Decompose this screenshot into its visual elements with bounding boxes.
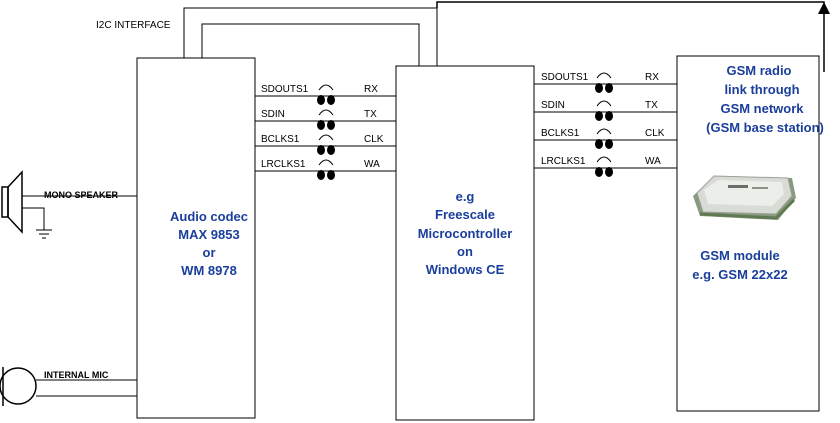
- bus-signal-row: SDOUTS1 RX: [255, 84, 396, 105]
- switch-icon: [317, 84, 335, 105]
- switch-icon: [595, 156, 613, 177]
- microcontroller-label: e.g Freescale Microcontroller on Windows…: [418, 189, 513, 277]
- switch-icon: [317, 159, 335, 180]
- signal-label: SDIN: [541, 100, 565, 111]
- speaker-label: MONO SPEAKER: [44, 190, 119, 200]
- speaker-icon: [1, 170, 137, 239]
- gsm-radio-label: GSM radio link through GSM network (GSM …: [706, 63, 824, 135]
- svg-text:Windows CE: Windows CE: [426, 262, 505, 277]
- pin-label: WA: [645, 156, 661, 167]
- mcu-gsm-bus: SDOUTS1 RX SDIN TX BCLKS1 CLK LRCLKS1 WA: [534, 72, 677, 177]
- svg-text:Audio codec: Audio codec: [170, 209, 248, 224]
- svg-text:e.g: e.g: [456, 189, 475, 204]
- gsm-block: [676, 55, 820, 412]
- svg-text:WM 8978: WM 8978: [181, 263, 237, 278]
- switch-icon: [317, 109, 335, 130]
- signal-label: BCLKS1: [541, 128, 580, 139]
- audio-codec-block: [136, 57, 256, 419]
- bus-signal-row: SDOUTS1 RX: [534, 72, 677, 93]
- bus-signal-row: LRCLKS1 WA: [534, 156, 677, 177]
- signal-label: LRCLKS1: [261, 159, 306, 170]
- svg-text:MAX 9853: MAX 9853: [178, 227, 239, 242]
- bus-signal-row: BCLKS1 CLK: [534, 128, 677, 149]
- svg-text:link through: link through: [724, 82, 799, 97]
- svg-text:Microcontroller: Microcontroller: [418, 226, 513, 241]
- svg-text:or: or: [203, 245, 216, 260]
- switch-icon: [595, 128, 613, 149]
- gsm-module-label: GSM module e.g. GSM 22x22: [692, 248, 787, 282]
- codec-mcu-bus: SDOUTS1 RX SDIN TX BCLKS1 CLK LRCLKS1 WA: [255, 84, 396, 180]
- signal-label: BCLKS1: [261, 134, 300, 145]
- pin-label: RX: [645, 72, 659, 83]
- switch-icon: [595, 100, 613, 121]
- switch-icon: [317, 134, 335, 155]
- signal-label: SDIN: [261, 109, 285, 120]
- svg-text:(GSM base station): (GSM base station): [706, 120, 824, 135]
- svg-text:Freescale: Freescale: [435, 207, 495, 222]
- microcontroller-block: [395, 65, 535, 421]
- bus-signal-row: SDIN TX: [534, 100, 677, 121]
- pin-label: CLK: [645, 128, 665, 139]
- bus-signal-row: BCLKS1 CLK: [255, 134, 396, 155]
- pin-label: TX: [645, 100, 658, 111]
- bus-signal-row: SDIN TX: [255, 109, 396, 130]
- mic-label: INTERNAL MIC: [44, 370, 109, 380]
- pin-label: WA: [364, 159, 380, 170]
- up-arrow-icon: [818, 2, 830, 72]
- switch-icon: [595, 72, 613, 93]
- pin-label: RX: [364, 84, 378, 95]
- i2c-interface-label: I2C INTERFACE: [96, 20, 171, 31]
- svg-text:GSM module: GSM module: [700, 248, 779, 263]
- pin-label: CLK: [364, 134, 384, 145]
- svg-text:GSM network: GSM network: [720, 101, 804, 116]
- bus-signal-row: LRCLKS1 WA: [255, 159, 396, 180]
- signal-label: SDOUTS1: [541, 72, 589, 83]
- pin-label: TX: [364, 109, 377, 120]
- gsm-module-image: [693, 175, 796, 220]
- signal-label: LRCLKS1: [541, 156, 586, 167]
- svg-text:e.g. GSM 22x22: e.g. GSM 22x22: [692, 267, 787, 282]
- codec-label: Audio codec MAX 9853 or WM 8978: [170, 209, 248, 278]
- microphone-icon: [0, 367, 137, 406]
- svg-text:GSM radio: GSM radio: [726, 63, 791, 78]
- svg-text:on: on: [457, 244, 473, 259]
- signal-label: SDOUTS1: [261, 84, 309, 95]
